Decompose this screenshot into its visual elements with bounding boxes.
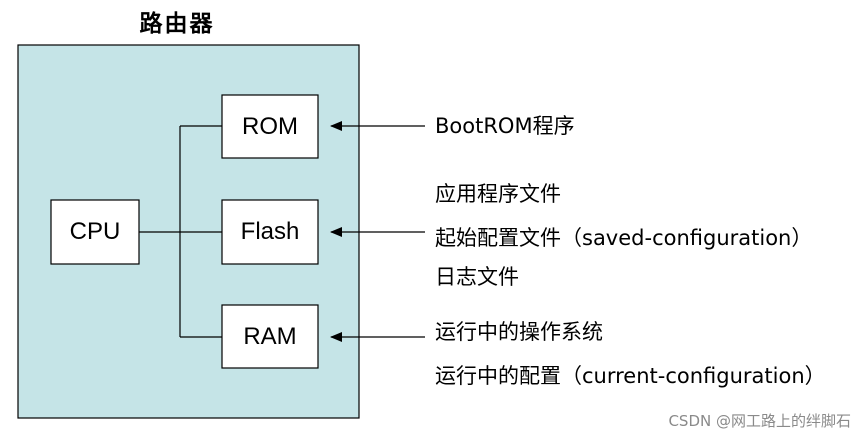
rom-label: ROM (242, 112, 298, 140)
ram-box (221, 304, 319, 369)
flash-box (221, 199, 319, 265)
flash-content-log: 日志文件 (435, 265, 519, 289)
rom-content-bootrom: BootROM程序 (435, 114, 575, 138)
flash-label: Flash (240, 218, 300, 245)
ram-label: RAM (243, 322, 297, 350)
router-title: 路由器 (139, 11, 215, 37)
watermark: CSDN @网工路上的绊脚石 (668, 412, 851, 430)
cpu-label: CPU (69, 218, 121, 245)
cpu-box (50, 199, 140, 265)
rom-box (221, 94, 319, 159)
flash-content-saved-config: 起始配置文件（saved-configuration） (435, 226, 813, 250)
ram-content-current-config: 运行中的配置（current-configuration） (435, 364, 826, 388)
ram-content-os: 运行中的操作系统 (435, 320, 603, 344)
flash-content-app: 应用程序文件 (435, 182, 561, 206)
